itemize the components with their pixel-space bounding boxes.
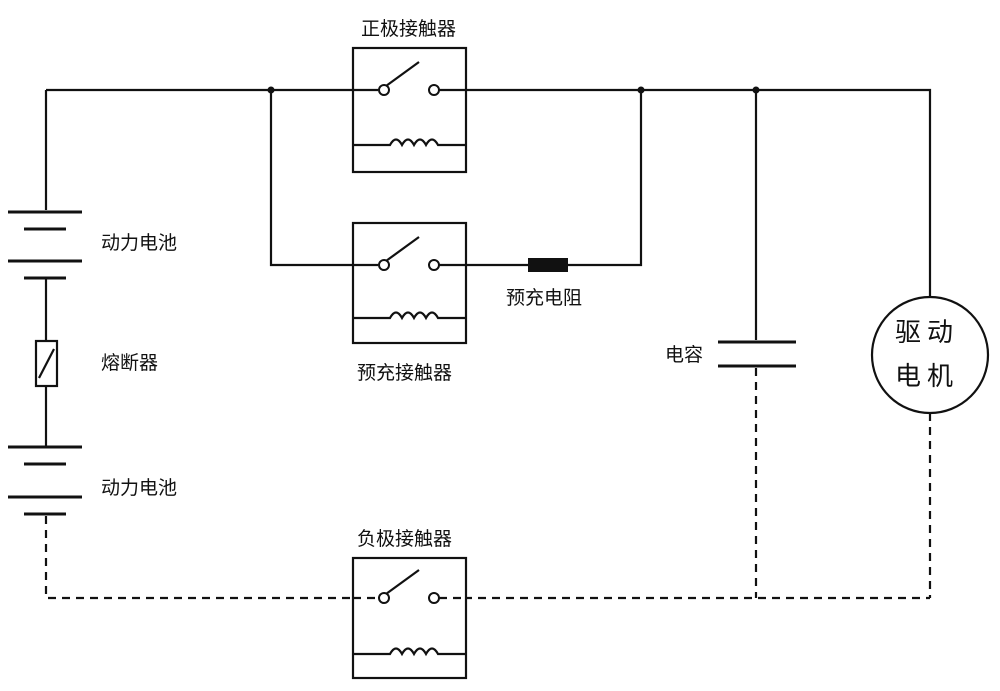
battery-top-label: 动力电池: [101, 232, 178, 254]
motor-label-line1: 驱动: [895, 318, 960, 348]
wire-negative-left: [44, 516, 353, 600]
positive-contactor-symbol: [351, 46, 468, 174]
wire-precharge-resistor-right: [568, 90, 643, 267]
precharge-contactor-symbol: [351, 221, 468, 345]
fuse-label: 熔断器: [101, 352, 159, 374]
negative-contactor-label: 负极接触器: [357, 528, 453, 550]
precharge-contactor-box: [351, 221, 468, 345]
fuse-element: [38, 348, 55, 379]
precharge-resistor: [528, 258, 568, 272]
battery-bottom-label: 动力电池: [101, 477, 178, 499]
motor-circle: [870, 295, 990, 415]
wire-top-right: [436, 88, 932, 298]
positive-contactor-label: 正极接触器: [361, 18, 457, 40]
capacitor-label: 电容: [665, 344, 704, 366]
negative-contactor-symbol: [351, 556, 468, 680]
positive-contactor-box: [351, 46, 468, 174]
motor-label-line2: 电机: [895, 362, 960, 392]
precharge-contactor-label: 预充接触器: [357, 362, 453, 384]
precharge-resistor-label: 预充电阻: [506, 287, 583, 309]
wire-precharge-left: [269, 90, 353, 267]
